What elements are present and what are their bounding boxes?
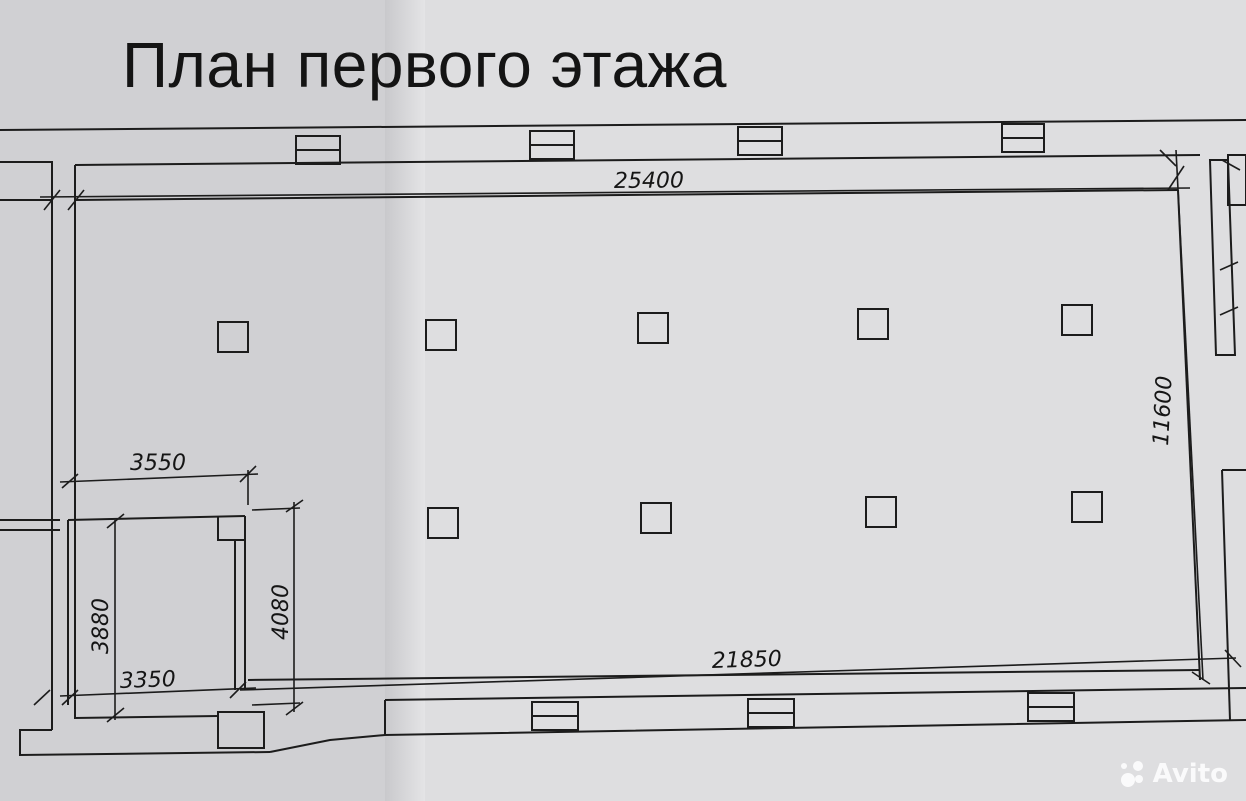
paper-right-page [400,0,1246,801]
avito-watermark-text: Avito [1152,759,1228,789]
avito-watermark: Avito [1120,759,1228,789]
dim-room-depth-inner: 3880 [89,598,114,654]
dim-total-length: 25400 [614,168,684,194]
top-windows [295,123,1045,165]
columns [217,304,1103,539]
paper-left-page [0,0,400,801]
dim-room-width-bottom: 3350 [119,667,176,694]
small-room [67,515,246,705]
bottom-windows [531,692,1075,731]
dimension-lines [33,149,1242,723]
outer-wall-top [0,119,1246,730]
right-wall-elements [1208,154,1246,721]
dim-total-width: 11600 [1149,375,1178,446]
dim-room-depth-outer: 4080 [269,584,294,640]
hall-outline [74,189,1201,681]
outer-wall-bottom [19,687,1246,757]
left-room-edge [0,199,60,531]
avito-logo-icon [1120,761,1147,787]
plan-title: План первого этажа [122,29,727,101]
paper-fold [385,0,425,801]
dim-inner-length: 21850 [711,647,782,674]
dim-room-width-top: 3550 [130,451,186,476]
